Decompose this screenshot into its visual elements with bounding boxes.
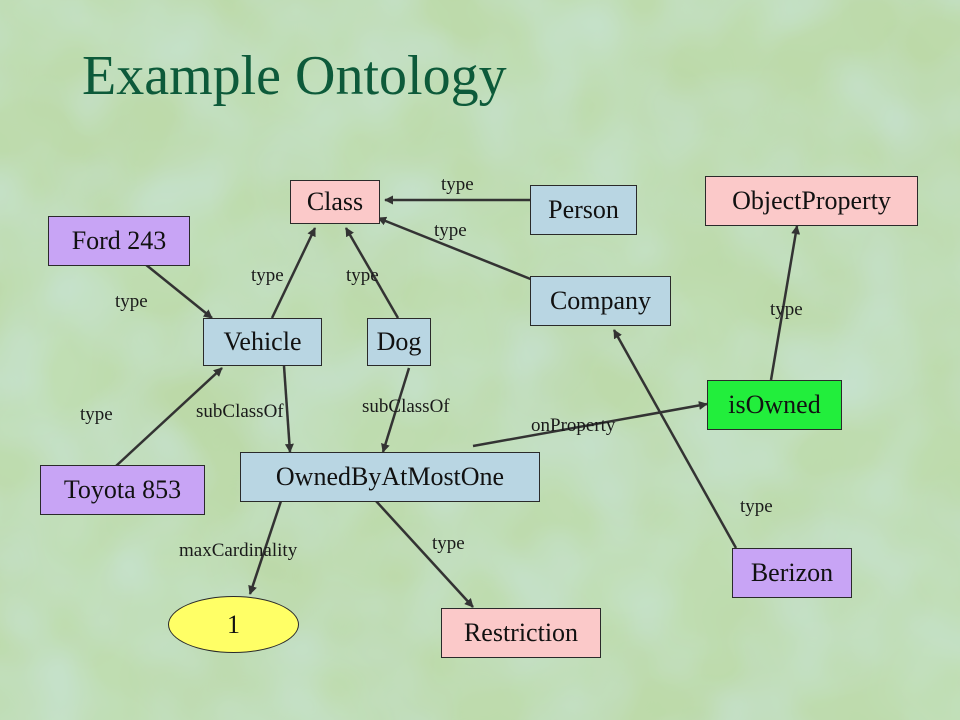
- edge-label-vehicle-ownedby: subClassOf: [196, 401, 284, 422]
- node-vehicle: Vehicle: [203, 318, 322, 366]
- node-literal-one: 1: [168, 596, 299, 653]
- edge-label-dog-ownedby: subClassOf: [362, 396, 450, 417]
- edge-label-ownedby-one: maxCardinality: [179, 540, 298, 561]
- node-objectproperty: ObjectProperty: [705, 176, 918, 226]
- page-title: Example Ontology: [82, 45, 507, 107]
- node-person: Person: [530, 185, 637, 235]
- edge-label-ownedby-isowned: onProperty: [531, 415, 616, 436]
- node-dog: Dog: [367, 318, 431, 366]
- node-isowned: isOwned: [707, 380, 842, 430]
- node-company: Company: [530, 276, 671, 326]
- node-ownedbyatmostone: OwnedByAtMostOne: [240, 452, 540, 502]
- edge-label-berizon-company: type: [740, 496, 773, 517]
- edge-label-vehicle-class: type: [251, 265, 284, 286]
- edge-label-company-class: type: [434, 220, 467, 241]
- edge-label-ownedby-restriction: type: [432, 533, 465, 554]
- edge-label-ford-vehicle: type: [115, 291, 148, 312]
- node-toyota-853: Toyota 853: [40, 465, 205, 515]
- node-ford-243: Ford 243: [48, 216, 190, 266]
- node-restriction: Restriction: [441, 608, 601, 658]
- edge-label-person-class: type: [441, 174, 474, 195]
- node-berizon: Berizon: [732, 548, 852, 598]
- edge-label-toyota-vehicle: type: [80, 404, 113, 425]
- node-class: Class: [290, 180, 380, 224]
- edge-label-dog-class: type: [346, 265, 379, 286]
- edge-label-isowned-objectproperty: type: [770, 299, 803, 320]
